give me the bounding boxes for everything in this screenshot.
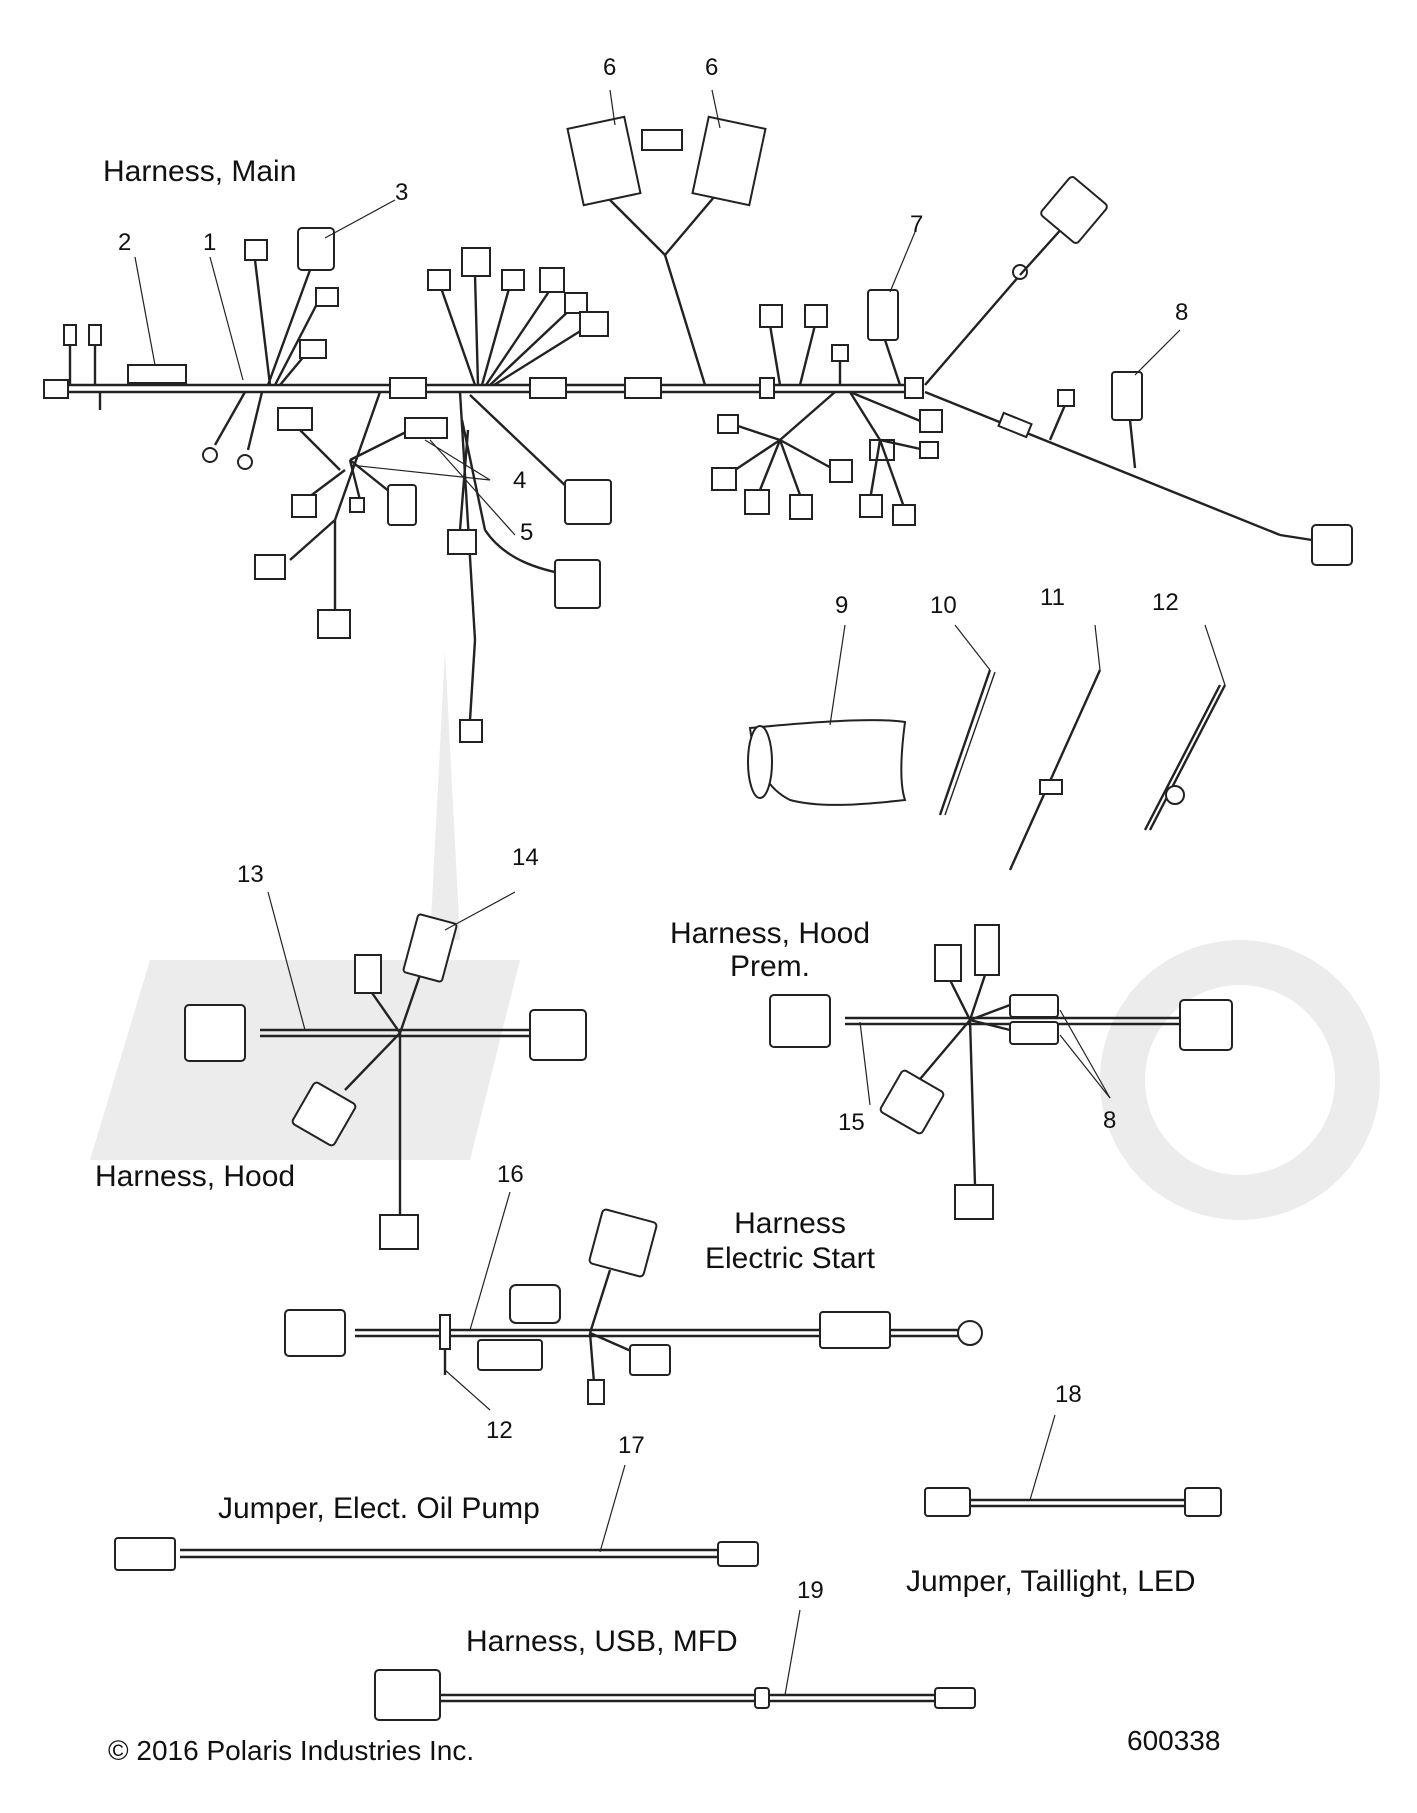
callout-12a: 12 bbox=[1152, 589, 1179, 616]
callout-15: 15 bbox=[838, 1109, 865, 1136]
oil-pump-jumper bbox=[114, 1464, 759, 1571]
callout-12b: 12 bbox=[486, 1417, 513, 1444]
callout-6b: 6 bbox=[705, 54, 719, 81]
callout-14: 14 bbox=[512, 844, 539, 871]
callout-2: 2 bbox=[118, 229, 132, 256]
callout-13: 13 bbox=[237, 861, 264, 888]
label-harness-main: Harness, Main bbox=[103, 155, 297, 188]
label-harness-hood: Harness, Hood bbox=[95, 1160, 296, 1193]
usb-harness bbox=[374, 1609, 976, 1721]
callout-10: 10 bbox=[930, 592, 957, 619]
label-harness-hood-prem-line2: Prem. bbox=[729, 950, 810, 983]
copyright: © 2016 Polaris Industries Inc. bbox=[108, 1735, 475, 1766]
callout-8b: 8 bbox=[1103, 1107, 1117, 1134]
label-harness-electric-start-line1: Harness bbox=[734, 1207, 846, 1240]
callout-1: 1 bbox=[203, 229, 217, 256]
callout-17: 17 bbox=[618, 1432, 645, 1459]
callout-8a: 8 bbox=[1175, 299, 1189, 326]
taillight-jumper bbox=[924, 1414, 1222, 1517]
label-harness-hood-prem-line1: Harness, Hood bbox=[669, 917, 871, 950]
label-harness-usb: Harness, USB, MFD bbox=[466, 1625, 738, 1658]
callout-11: 11 bbox=[1040, 584, 1065, 611]
callout-4: 4 bbox=[513, 467, 527, 494]
figure-number: 600338 bbox=[1127, 1725, 1221, 1756]
main-harness bbox=[43, 115, 1353, 743]
callout-5: 5 bbox=[520, 519, 534, 546]
label-harness-electric-start-line2: Electric Start bbox=[704, 1242, 876, 1275]
callout-18: 18 bbox=[1055, 1381, 1082, 1408]
electric-start-harness bbox=[284, 1191, 983, 1411]
label-jumper-oil-pump: Jumper, Elect. Oil Pump bbox=[218, 1492, 540, 1525]
callout-16: 16 bbox=[497, 1161, 524, 1188]
callout-9: 9 bbox=[835, 592, 849, 619]
callout-19: 19 bbox=[797, 1577, 824, 1604]
accessory-items bbox=[747, 624, 1227, 871]
callout-6a: 6 bbox=[603, 54, 617, 81]
hood-prem-harness bbox=[769, 924, 1233, 1220]
main-leaders bbox=[134, 89, 1181, 536]
hood-harness bbox=[184, 891, 587, 1250]
label-jumper-taillight: Jumper, Taillight, LED bbox=[906, 1565, 1196, 1598]
callout-3: 3 bbox=[395, 179, 409, 206]
callout-7: 7 bbox=[910, 211, 924, 238]
